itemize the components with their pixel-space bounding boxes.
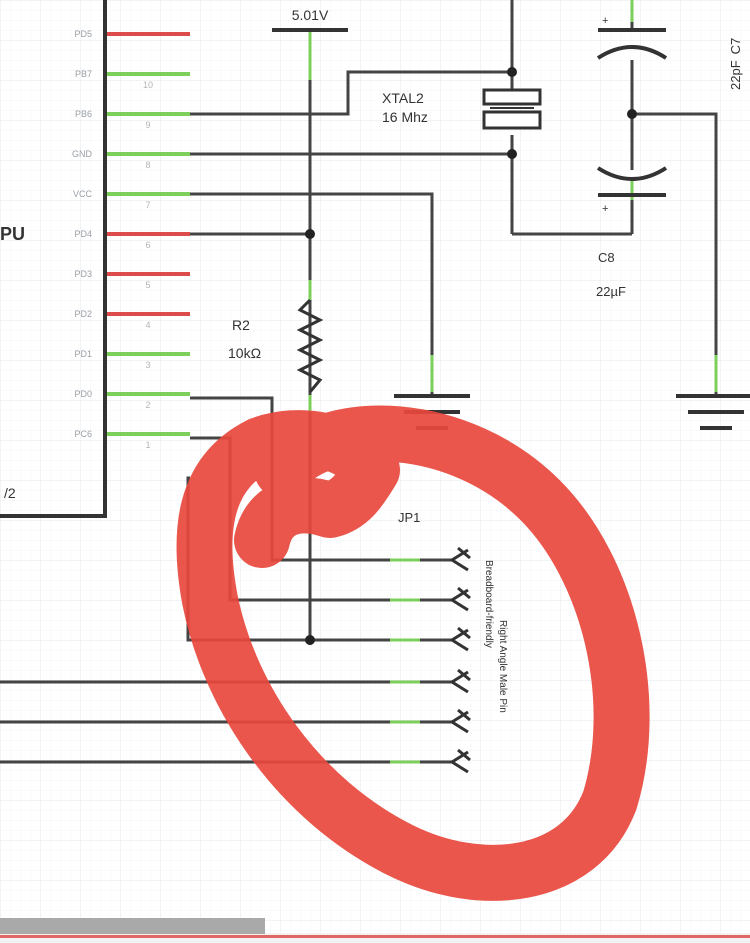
chip-pin[interactable]: PD1 3 — [74, 349, 190, 370]
bottom-divider — [0, 935, 750, 938]
svg-text:+: + — [602, 15, 608, 27]
pin-number: 1 — [145, 440, 150, 450]
pin-number: 3 — [145, 360, 150, 370]
chip-pin[interactable]: PD0 2 — [74, 389, 190, 410]
chip-pins: PD4PD5PB710PB69GND8VCC7PD46PD35PD24PD13P… — [72, 29, 190, 450]
crystal-name: XTAL2 — [382, 90, 424, 106]
header-side-text-1: Breadboard-friendly — [483, 560, 494, 648]
svg-text:+: + — [602, 203, 608, 215]
chip-pin[interactable]: PD5 — [74, 29, 190, 39]
header-side-text-2: Right Angle Male Pin — [497, 620, 508, 713]
header-name: JP1 — [398, 510, 420, 525]
pin-number: 8 — [145, 160, 150, 170]
cap-bottom-name: C8 — [598, 250, 615, 265]
header-jp1[interactable]: JP1 Breadboard-friendly Right Angle Male… — [398, 510, 508, 774]
header-pin[interactable] — [420, 626, 471, 652]
pin-label: PB6 — [75, 109, 92, 119]
wire-connection-tips — [308, 0, 718, 764]
resistor-name: R2 — [232, 317, 250, 333]
header-pin[interactable] — [420, 668, 471, 694]
pin-label: PD2 — [74, 309, 92, 319]
pin-number: 5 — [145, 280, 150, 290]
chip-pin[interactable]: PB7 10 — [75, 69, 190, 90]
junction-dots — [305, 67, 637, 645]
cap-bottom-value: 22µF — [596, 284, 626, 299]
pin-number: 9 — [145, 120, 150, 130]
crystal-value: 16 Mhz — [382, 109, 428, 125]
pin-label: PB7 — [75, 69, 92, 79]
power-label: 5.01V — [292, 7, 329, 23]
capacitor-c8[interactable]: + C8 22µF — [596, 166, 668, 299]
pin-number: 10 — [143, 80, 153, 90]
pin-label: PC6 — [74, 429, 92, 439]
crystal-xtal2[interactable]: XTAL2 16 Mhz — [382, 88, 542, 130]
pin-number: 6 — [145, 240, 150, 250]
chip-name-fragment: /2 — [4, 485, 16, 501]
resistor-r2[interactable]: R2 10kΩ — [228, 298, 324, 393]
pin-label: PD3 — [74, 269, 92, 279]
chip-pin[interactable]: PD2 4 — [74, 309, 190, 330]
pin-label: PD1 — [74, 349, 92, 359]
cap-top-label: 22pF C7 — [728, 38, 743, 90]
annotation-circle — [176, 405, 650, 901]
pin-number: 7 — [145, 200, 150, 210]
microcontroller[interactable]: PU /2 — [0, 0, 107, 518]
pin-label: PD5 — [74, 29, 92, 39]
pin-number: 2 — [145, 400, 150, 410]
scrollbar-thumb[interactable] — [0, 918, 265, 934]
cap-top-value: 22pF — [728, 60, 743, 90]
pin-label: PD4 — [74, 229, 92, 239]
chip-pin[interactable]: PC6 1 — [74, 429, 190, 450]
chip-pin[interactable]: PD4 6 — [74, 229, 190, 250]
header-pin[interactable] — [420, 708, 471, 734]
header-pin[interactable] — [420, 748, 471, 774]
chip-pin[interactable]: VCC 7 — [73, 189, 190, 210]
chip-pin[interactable]: PB6 9 — [75, 109, 190, 130]
pin-label: GND — [72, 149, 93, 159]
header-pin[interactable] — [420, 546, 471, 572]
pin-label: VCC — [73, 189, 93, 199]
pin-number: 4 — [145, 320, 150, 330]
cap-top-name: C7 — [728, 38, 743, 55]
chip-label: PU — [0, 224, 25, 244]
header-pin[interactable] — [420, 586, 471, 612]
resistor-value: 10kΩ — [228, 345, 261, 361]
power-symbol[interactable]: 5.01V — [272, 7, 348, 32]
pin-label: PD0 — [74, 389, 92, 399]
horizontal-scrollbar[interactable] — [0, 933, 750, 943]
ground-symbol-right[interactable] — [676, 394, 750, 430]
chip-pin[interactable]: PD3 5 — [74, 269, 190, 290]
capacitor-c7[interactable]: + 22pF C7 — [596, 15, 743, 90]
header-pins — [420, 546, 471, 774]
chip-pin[interactable]: GND 8 — [72, 149, 190, 170]
